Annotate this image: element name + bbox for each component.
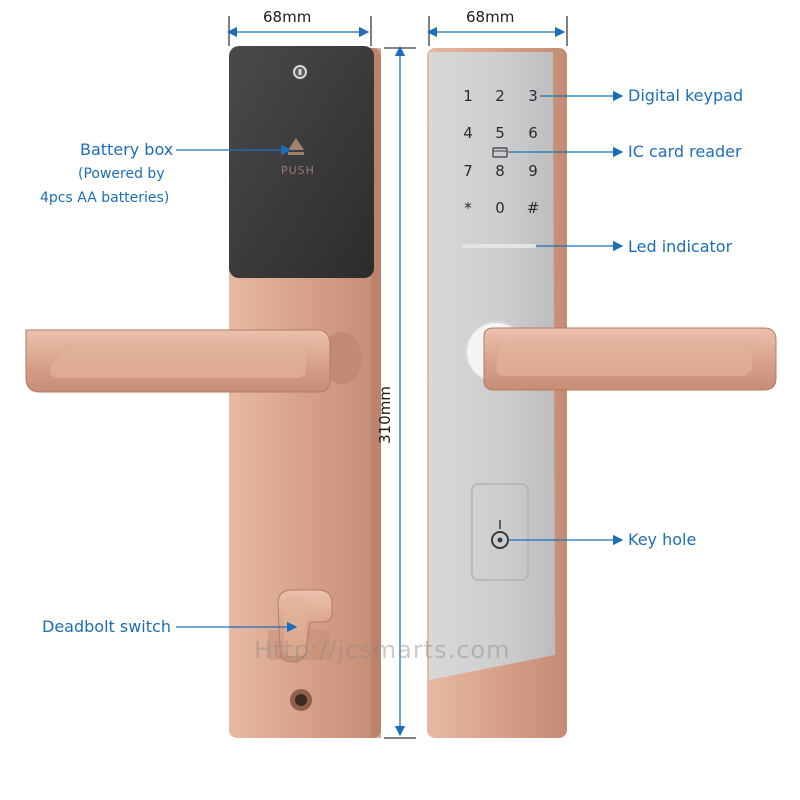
card-icon: [492, 147, 508, 158]
callout-battery-note-1: (Powered by: [78, 166, 165, 182]
callout-led-indicator: Led indicator: [628, 237, 733, 256]
callout-arrows: [176, 90, 624, 633]
keypad-key-5[interactable]: 5: [495, 124, 505, 142]
width-right-label: 68mm: [466, 8, 515, 26]
callout-ic-card-reader: IC card reader: [628, 142, 742, 161]
dimension-lines: [226, 16, 568, 739]
keypad-key-4[interactable]: 4: [463, 124, 473, 142]
led-indicator-bar: [462, 244, 536, 248]
keypad-key-3[interactable]: 3: [528, 87, 538, 105]
inside-lever-handle[interactable]: [25, 329, 362, 393]
keypad-key-1[interactable]: 1: [463, 87, 473, 105]
keypad-key-hash[interactable]: #: [526, 199, 540, 217]
watermark: Http://jcsmarts.com: [254, 636, 511, 664]
keypad-key-0[interactable]: 0: [495, 199, 505, 217]
keypad-key-2[interactable]: 2: [495, 87, 505, 105]
callout-battery-box: Battery box: [80, 140, 174, 159]
keypad-key-6[interactable]: 6: [528, 124, 538, 142]
keypad-key-8[interactable]: 8: [495, 162, 505, 180]
keyhole-cover[interactable]: [471, 483, 529, 581]
lock-cylinder-icon: [293, 65, 307, 79]
keypad-key-9[interactable]: 9: [528, 162, 538, 180]
battery-cover[interactable]: [229, 46, 374, 278]
inside-keyhole-icon: [290, 689, 312, 711]
callout-digital-keypad: Digital keypad: [628, 86, 744, 105]
outside-lever-handle[interactable]: [465, 321, 777, 391]
callout-deadbolt-switch: Deadbolt switch: [42, 617, 171, 636]
outside-unit: [427, 48, 777, 738]
height-label: 310mm: [375, 386, 394, 444]
inside-unit: [25, 46, 381, 738]
callout-battery-note-2: 4pcs AA batteries): [40, 190, 170, 206]
battery-push-label: PUSH: [281, 164, 315, 177]
width-left-label: 68mm: [263, 8, 312, 26]
callout-key-hole: Key hole: [628, 530, 697, 549]
keypad-key-star[interactable]: *: [464, 199, 472, 217]
keypad-key-7[interactable]: 7: [463, 162, 473, 180]
eject-arrow-icon: [288, 138, 304, 155]
